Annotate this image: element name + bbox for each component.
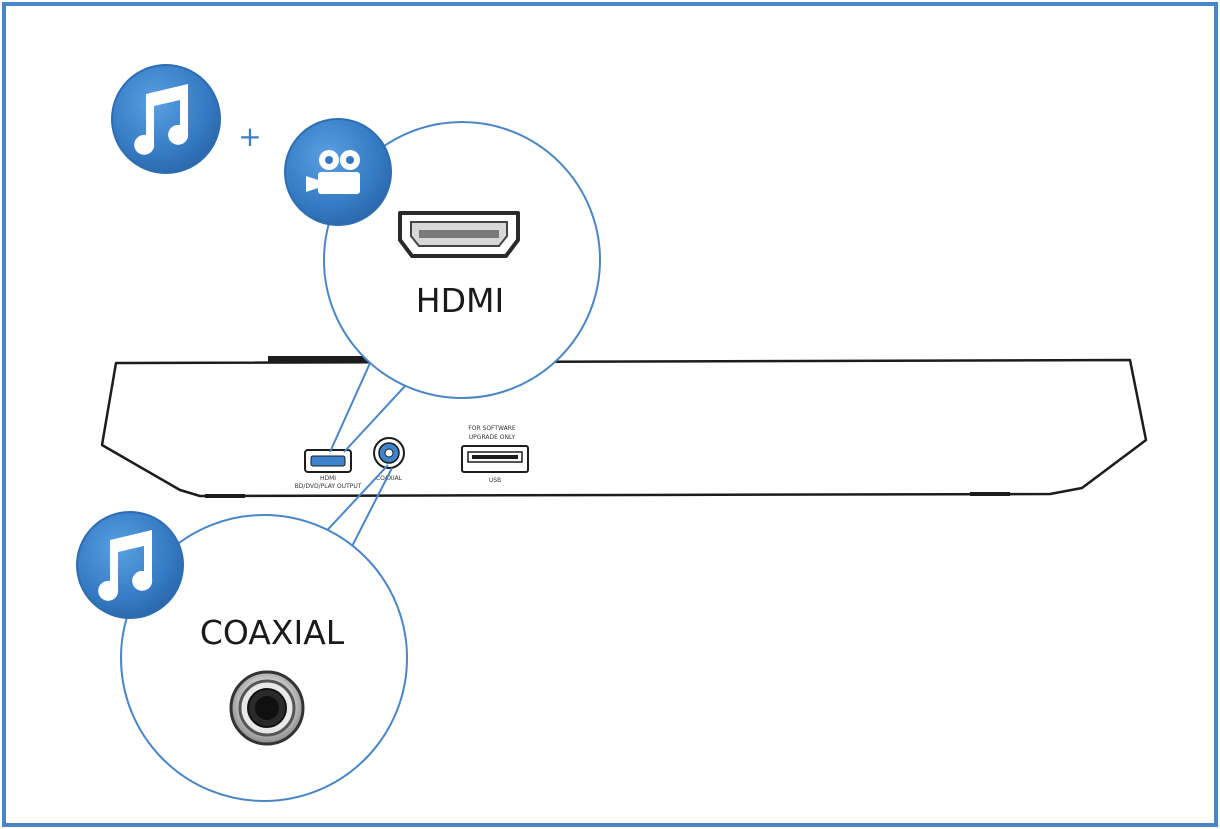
device-coaxial-port-label: COAXIAL <box>376 475 403 482</box>
music-note-icon <box>134 84 189 155</box>
coaxial-callout-label: COAXIAL <box>200 613 345 652</box>
device-usb-note-line1: FOR SOFTWARE <box>468 425 516 432</box>
audio-badge-top <box>111 64 221 174</box>
coaxial-jack-icon <box>229 670 305 746</box>
device-hdmi-port-label: HDMI <box>320 475 336 482</box>
player-rear-panel <box>100 356 1148 498</box>
plus-sign: + <box>238 120 261 153</box>
device-hdmi-port <box>304 449 352 473</box>
music-note-icon <box>98 530 153 601</box>
device-coaxial-port <box>373 437 405 469</box>
coaxial-callout-circle <box>120 514 408 802</box>
device-usb-note-line2: UPGRADE ONLY <box>469 434 516 441</box>
device-usb-label: USB <box>489 477 501 484</box>
video-badge <box>284 118 392 226</box>
device-usb-port <box>461 445 529 473</box>
hdmi-connector-icon <box>398 211 520 258</box>
hdmi-callout-circle <box>323 121 601 399</box>
audio-badge-coaxial <box>76 511 184 619</box>
device-hdmi-port-sublabel: BD/DVD/PLAY OUTPUT <box>295 483 362 490</box>
video-camera-icon <box>306 150 360 194</box>
hdmi-callout-label: HDMI <box>416 281 504 320</box>
